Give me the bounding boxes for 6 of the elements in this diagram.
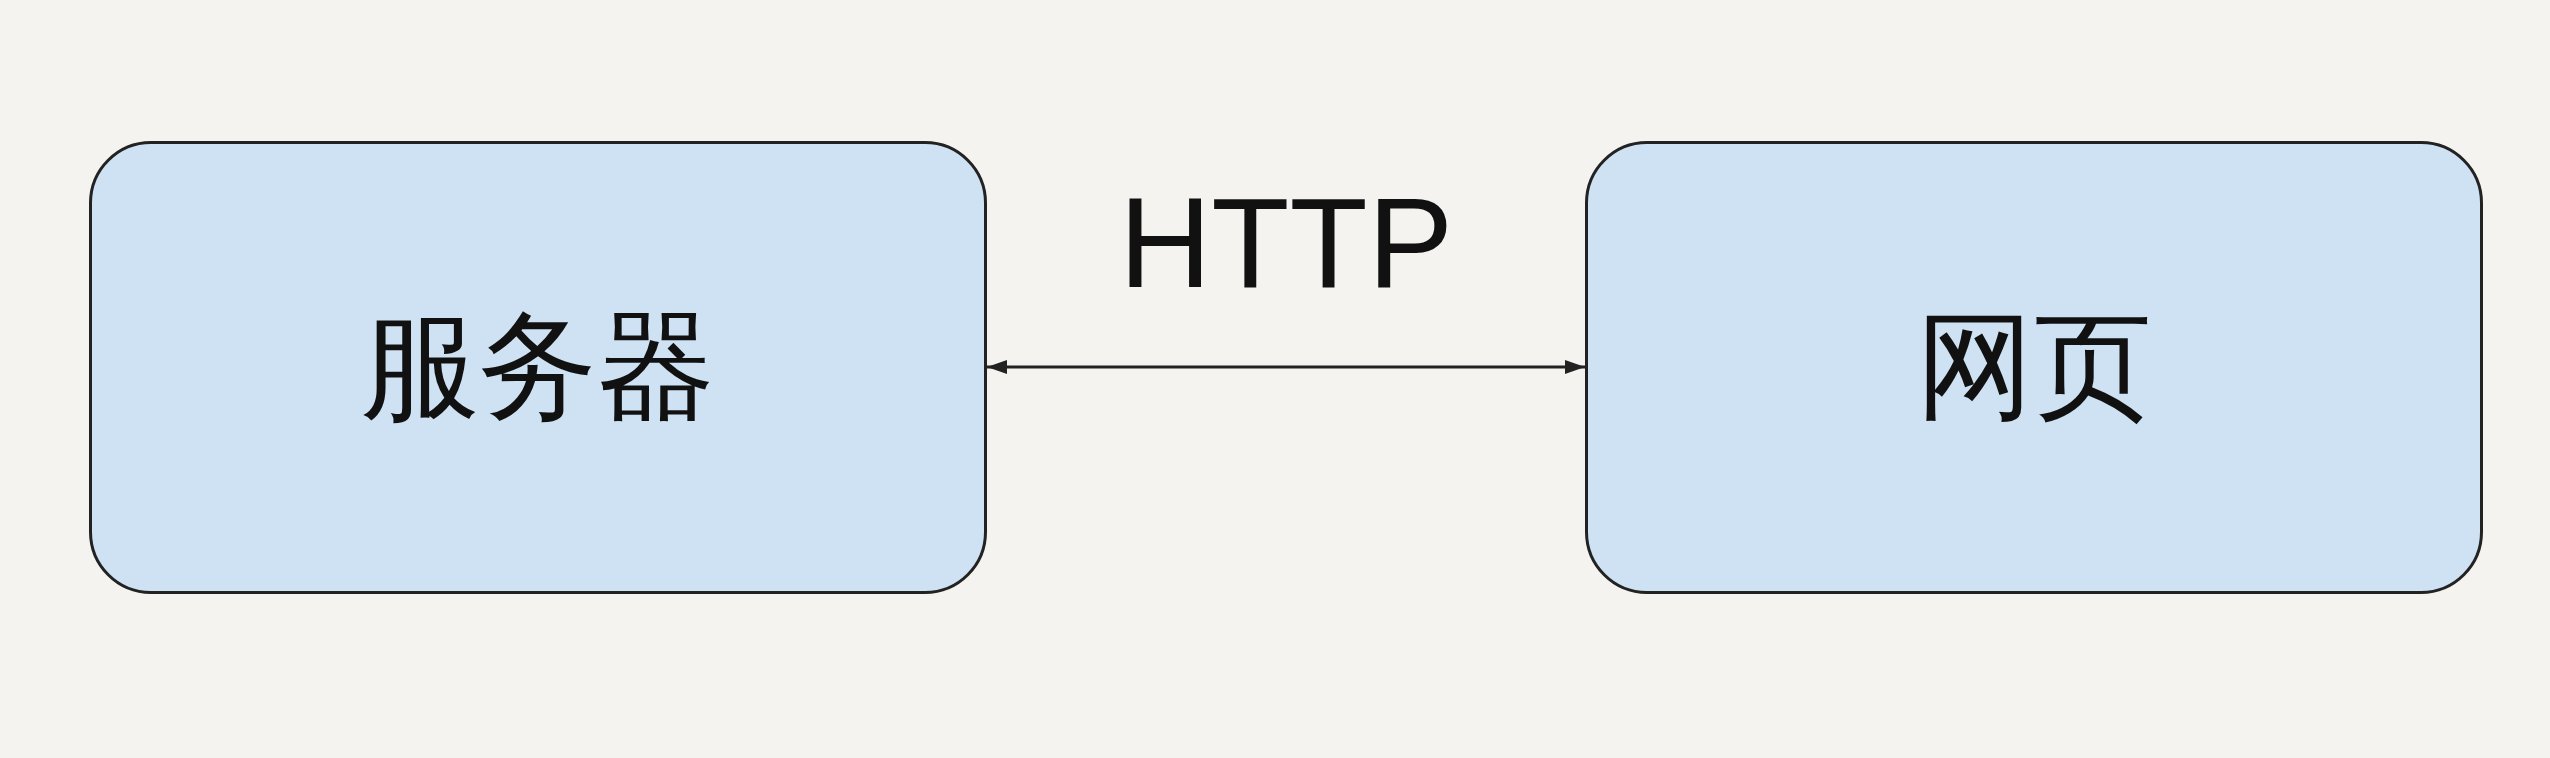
node-label: 网页 xyxy=(1916,295,2152,437)
process-box xyxy=(89,141,987,594)
double-arrow xyxy=(987,360,1585,374)
edge-label: HTTP xyxy=(1118,179,1454,307)
node-label: 服务器 xyxy=(361,295,715,437)
process-box xyxy=(1585,141,2483,594)
